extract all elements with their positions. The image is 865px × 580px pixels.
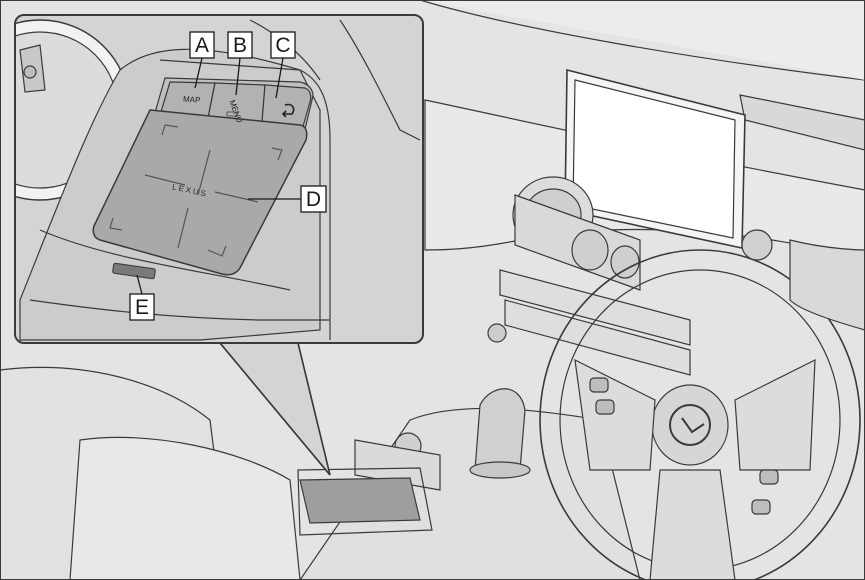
callout-b-label: B: [233, 34, 247, 57]
map-label: MAP: [183, 95, 201, 105]
leader-lines: [136, 57, 301, 295]
callout-d-label: D: [306, 188, 321, 211]
menu-sub-icon: [226, 111, 238, 117]
callout-c-label: C: [275, 34, 290, 57]
callout-e: E: [129, 293, 155, 321]
steering-wheel: [539, 249, 861, 580]
callout-a: A: [189, 31, 215, 59]
touchpad-inset: [92, 77, 314, 280]
touchpad-surface[interactable]: [92, 109, 308, 276]
gear-shifter: [354, 388, 531, 491]
back-button[interactable]: [261, 84, 312, 131]
inset-panel: MAP MENU LEXUS: [14, 14, 424, 344]
callout-c: C: [270, 31, 296, 59]
e-button[interactable]: [112, 262, 156, 280]
callout-b: B: [227, 31, 253, 59]
callout-d: D: [300, 185, 327, 213]
center-display: [564, 68, 746, 249]
callout-e-label: E: [135, 296, 149, 319]
dash-controls: [487, 176, 691, 376]
callout-a-label: A: [195, 34, 209, 57]
scene-touchpad: [297, 467, 433, 536]
back-arrow-icon: [281, 103, 295, 118]
